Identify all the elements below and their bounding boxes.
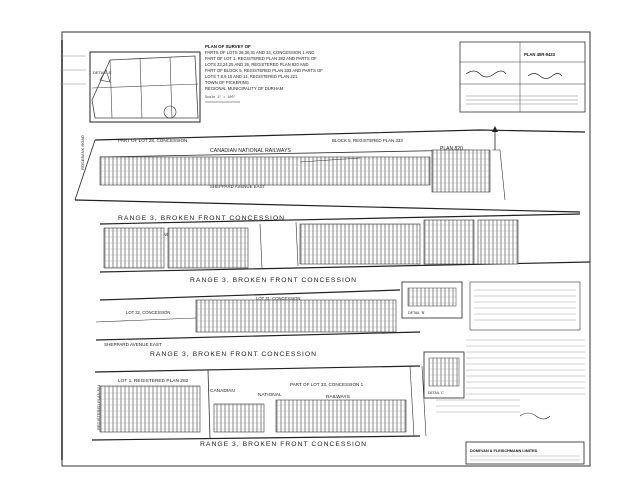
canadian-national-railways-label: CANADIAN NATIONAL RAILWAYS	[210, 148, 291, 154]
lot31-label: LOT 31, CONCESSION	[256, 296, 300, 301]
title-line-5: PART OF BLOCK 5, REGISTERED PLAN 333 AND…	[205, 68, 323, 73]
canadian-bottom-label: CANADIAN	[210, 388, 235, 394]
plan-number: PLAN 40R-9433	[524, 52, 556, 57]
scale-note: Scale 1" = 100'	[205, 95, 236, 100]
title-line-1: PLAN OF SURVEY OF	[205, 44, 251, 49]
range3-top-label: RANGE 3, BROKEN FRONT CONCESSION	[118, 215, 285, 222]
band-2: PART OF LOT 30, CONCESSION	[99, 213, 591, 273]
lot32-label: LOT 32, CONCESSION	[126, 310, 170, 315]
band-3: LOT 31, CONCESSION LOT 32, CONCESSION SH…	[95, 289, 421, 347]
range3-low-label: RANGE 3, BROKEN FRONT CONCESSION	[150, 351, 317, 358]
range3-bottom-label: RANGE 3, BROKEN FRONT CONCESSION	[200, 441, 367, 448]
railways-bottom-label: RAILWAYS	[326, 394, 350, 400]
detail-a-label: DETAIL 'A'	[93, 70, 112, 75]
plan820-label: PLAN 820	[440, 146, 463, 152]
sheppard-avenue-mid-label: SHEPPARD AVENUE EAST	[104, 342, 162, 347]
legend-notes	[436, 339, 585, 420]
range3-mid-label: RANGE 3, BROKEN FRONT CONCESSION	[190, 277, 357, 284]
title-line-3: PART OF LOT 1, REGISTERED PLAN 282 AND P…	[205, 56, 317, 61]
title-line-7: TOWN OF PICKERING	[205, 80, 249, 85]
title-line-8: REGIONAL MUNICIPALITY OF DURHAM	[205, 86, 284, 91]
title-line-4: LOTS 23,24,25 AND 26, REGISTERED PLAN 82…	[205, 62, 309, 67]
title-line-6: LOTS 7,8,9,10 AND 11, REGISTERED PLAN 22…	[205, 74, 298, 79]
detail-c-label: DETAIL 'C'	[428, 391, 445, 395]
registry-stamp: PLAN 40R-9433	[459, 41, 586, 113]
block5-label: BLOCK 5, REGISTERED PLAN 333	[332, 138, 403, 143]
detail-b-label: DETAIL 'B'	[408, 311, 425, 315]
sheppard-avenue-top-label: SHEPPARD AVENUE EAST	[210, 184, 266, 189]
title-block: PLAN OF SURVEY OF PARTS OF LOTS 28,30,31…	[205, 44, 323, 103]
surveyor-block: DONEVAN & FLEISCHMANN LIMITED	[465, 441, 585, 465]
title-line-2: PARTS OF LOTS 28,30,31 AND 33, CONCESSIO…	[205, 50, 314, 55]
part-lot-33-label: PART OF LOT 33, CONCESSION 1	[290, 382, 364, 387]
lot1-plan282-label: LOT 1, REGISTERED PLAN 282	[118, 378, 189, 384]
band-4: LOT 1, REGISTERED PLAN 282 CANADIAN NATI…	[91, 365, 427, 441]
band-1: PART OF LOT 28, CONCESSION CANADIAN NATI…	[74, 129, 586, 213]
surveyor-firm: DONEVAN & FLEISCHMANN LIMITED	[470, 449, 538, 453]
detail-b-inset: DETAIL 'B'	[401, 281, 581, 331]
national-bottom-label: NATIONAL	[258, 392, 282, 398]
rosebank-road-label: ROSEBANK ROAD	[80, 135, 85, 170]
key-map-inset: DETAIL 'A'	[60, 51, 201, 123]
registered-plan-821-label: REGISTERED PLAN 821	[96, 384, 101, 430]
part-lot-28-label: PART OF LOT 28, CONCESSION	[118, 138, 187, 143]
detail-c-inset: DETAIL 'C'	[423, 351, 465, 399]
